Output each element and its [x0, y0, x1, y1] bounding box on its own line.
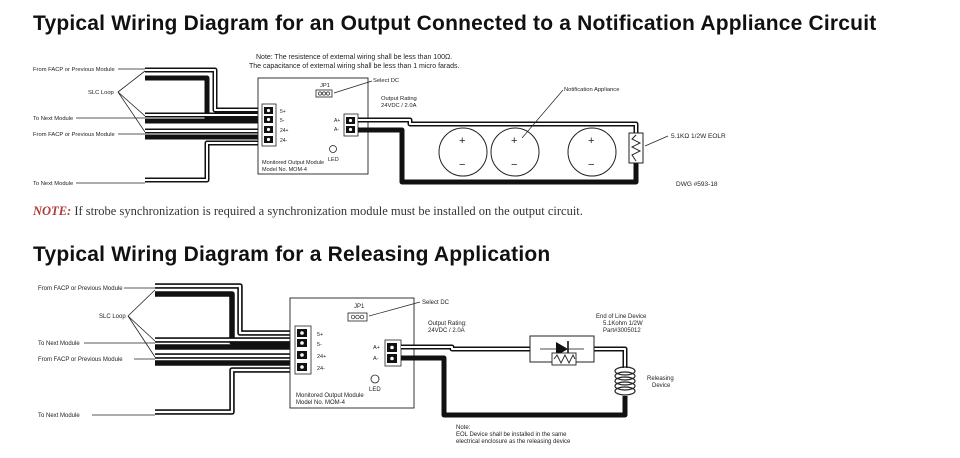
appliance-1-plus: + [459, 135, 465, 147]
output-rating-label-2: Output Rating: [428, 321, 467, 327]
label2-slc-loop: SLC Loop [99, 314, 126, 320]
label2-from-facp-1: From FACP or Previous Module [38, 286, 123, 292]
diagram1-title: Typical Wiring Diagram for an Output Con… [33, 12, 877, 35]
wiring-note-2: The capacitance of external wiring shall… [249, 63, 460, 70]
notification-appliance-3: + − [567, 127, 617, 177]
eol-note-title: Note: [456, 425, 471, 431]
module-model: Model No. MOM-4 [262, 167, 307, 173]
eol-device [529, 335, 595, 366]
module2-left-terminals [294, 325, 312, 375]
select-dc-label: Select DC [373, 78, 399, 84]
releasing-label-1: Releasing [647, 376, 674, 382]
appliance-1-minus: − [459, 159, 465, 171]
terminal2-24plus: 24+ [317, 354, 326, 360]
terminal2-a-plus: A+ [373, 345, 380, 351]
led-indicator-2 [370, 374, 380, 384]
terminal2-a-minus: A- [373, 356, 379, 362]
wiring-note-1: Note: The resistence of external wiring … [256, 54, 452, 61]
eol-note-line2: electrical enclosure as the releasing de… [456, 439, 571, 445]
led-indicator [329, 145, 337, 153]
terminal-24plus: 24+ [280, 128, 289, 134]
appliance-3-plus: + [588, 135, 594, 147]
terminal-5plus: 5+ [280, 109, 286, 115]
terminal-5minus: 5- [280, 118, 285, 124]
terminal2-5minus: 5- [317, 342, 322, 348]
terminal-24minus: 24- [280, 138, 288, 144]
appliance-2-plus: + [511, 135, 517, 147]
output-rating-value: 24VDC / 2.0A [381, 103, 417, 109]
notification-appliance-1: + − [438, 127, 488, 177]
releasing-device [614, 366, 636, 396]
jp1-label: JP1 [320, 83, 330, 89]
label-from-facp-2: From FACP or Previous Module [33, 132, 115, 138]
module-name-2: Monitored Output Module [296, 393, 364, 399]
module-model-2: Model No. MOM-4 [296, 400, 346, 406]
label2-from-facp-2: From FACP or Previous Module [38, 357, 123, 363]
eol-title: End of Line Device [596, 314, 647, 320]
terminal-a-minus: A- [334, 127, 339, 133]
eol-resistor [628, 132, 644, 164]
module1-right-terminals [343, 113, 359, 137]
output-rating-label: Output Rating [381, 96, 417, 102]
module2-right-terminals [384, 339, 402, 367]
appliance-3-minus: − [588, 159, 594, 171]
diagram2: From FACP or Previous Module SLC Loop To… [38, 283, 674, 445]
notification-appliance-label: Notification Appliance [564, 87, 619, 93]
terminal2-5plus: 5+ [317, 332, 323, 338]
select-dc-label-2: Select DC [422, 300, 450, 306]
terminal2-24minus: 24- [317, 366, 325, 372]
eol-note-line1: EOL Device shall be installed in the sam… [456, 432, 567, 438]
appliance-2-minus: − [511, 159, 517, 171]
terminal-a-plus: A+ [334, 118, 340, 124]
dwg-number: DWG #593-18 [676, 181, 718, 188]
strobe-note-label: NOTE: [33, 204, 72, 218]
led-label: LED [328, 157, 339, 163]
label-slc-loop: SLC Loop [88, 90, 114, 96]
jp1-jumper-2 [347, 312, 368, 322]
diagram2-title: Typical Wiring Diagram for a Releasing A… [33, 243, 551, 266]
eolr-label: 5.1KΩ 1/2W EOLR [671, 133, 726, 140]
module1-left-terminals [261, 103, 277, 147]
strobe-note-text: If strobe synchronization is required a … [71, 204, 583, 218]
eol-rating: 5.1Kohm 1/2W [603, 321, 643, 327]
output-rating-value-2: 24VDC / 2.0A [428, 328, 465, 334]
label-to-next-1: To Next Module [33, 116, 73, 122]
jp1-label-2: JP1 [354, 304, 365, 310]
diagram1: Note: The resistence of external wiring … [33, 54, 726, 188]
jp1-jumper [315, 89, 333, 98]
led-label-2: LED [369, 387, 381, 393]
releasing-label-2: Device [652, 383, 671, 389]
label-from-facp-1: From FACP or Previous Module [33, 67, 115, 73]
notification-appliance-2: + − [490, 127, 540, 177]
strobe-note: NOTE: If strobe synchronization is requi… [33, 204, 583, 219]
module-name: Monitored Output Module [262, 160, 324, 166]
label2-to-next-1: To Next Module [38, 341, 80, 347]
label-to-next-2: To Next Module [33, 181, 73, 187]
eol-part: Part#3005012 [603, 328, 641, 334]
label2-to-next-2: To Next Module [38, 413, 80, 419]
